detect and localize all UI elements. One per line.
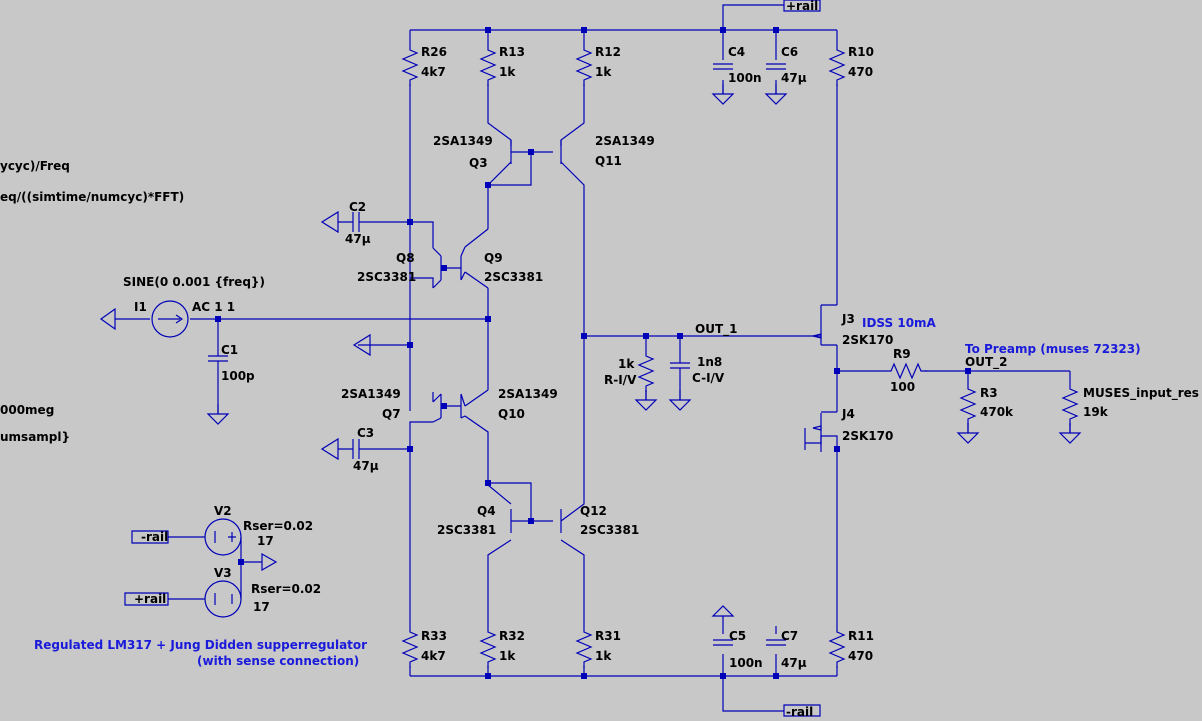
rail-pos-top-label: +rail	[786, 0, 818, 13]
r31-name: R31	[595, 629, 621, 643]
rail-neg-v2-label: -rail	[141, 530, 168, 544]
c2-name: C2	[349, 200, 366, 214]
voltage-sources	[204, 518, 242, 618]
i1-waveform: SINE(0 0.001 {freq})	[123, 275, 265, 289]
rmuses-value: 19k	[1083, 405, 1109, 419]
ground-symbols	[99, 83, 1081, 627]
r11-value: 470	[848, 649, 873, 663]
jfet-symbols	[812, 304, 837, 445]
r12-value: 1k	[595, 65, 612, 79]
c5-value: 100n	[729, 656, 763, 670]
directive-2: eq/((simtime/numcyc)*FFT)	[0, 190, 184, 204]
civ-name: 1n8	[697, 355, 722, 369]
capacitor-symbols	[208, 63, 786, 646]
wires	[115, 4, 1071, 712]
r32-value: 1k	[499, 649, 516, 663]
r12-name: R12	[595, 45, 621, 59]
net-flags	[124, 0, 821, 717]
r13-name: R13	[499, 45, 525, 59]
regulator-comment-line1: Regulated LM317 + Jung Didden supperregu…	[34, 638, 367, 652]
v3-value: 17	[253, 600, 270, 614]
j3-idss-note: IDSS 10mA	[862, 316, 937, 330]
r13-value: 1k	[499, 65, 516, 79]
q12-name: Q12	[580, 504, 607, 518]
r11-name: R11	[848, 629, 874, 643]
directive-1: ycyc)/Freq	[0, 159, 70, 173]
i1-name: I1	[134, 300, 147, 314]
i1-value: AC 1 1	[192, 300, 235, 314]
r3-value: 470k	[980, 405, 1014, 419]
directive-4: umsampl}	[0, 430, 70, 444]
r26-value: 4k7	[421, 65, 446, 79]
r32-name: R32	[499, 629, 525, 643]
q3-model: 2SA1349	[433, 134, 493, 148]
riv-name: 1k	[618, 357, 635, 371]
r10-value: 470	[848, 65, 873, 79]
c1-name: C1	[221, 343, 238, 357]
q10-name: Q10	[498, 407, 525, 421]
current-source-I1	[151, 300, 189, 338]
out1-label: OUT_1	[695, 322, 737, 337]
c4-value: 100n	[728, 71, 762, 85]
c3-name: C3	[357, 426, 374, 440]
c5-name: C5	[729, 629, 746, 643]
r9-name: R9	[893, 347, 911, 361]
q10-model: 2SA1349	[498, 387, 558, 401]
q9-name: Q9	[484, 251, 503, 265]
directive-3: 000meg	[0, 403, 54, 417]
j3-model: 2SK170	[842, 333, 893, 347]
junction-dots	[215, 27, 971, 679]
c7-value: 47µ	[781, 656, 807, 670]
c1-value: 100p	[221, 369, 255, 383]
v3-rser: Rser=0.02	[251, 582, 321, 596]
q3-name: Q3	[469, 156, 488, 170]
v3-name: V3	[214, 566, 232, 580]
j4-name: J4	[841, 407, 855, 421]
q7-model: 2SA1349	[341, 387, 401, 401]
regulator-comment-line2: (with sense connection)	[197, 654, 359, 668]
c4-name: C4	[728, 45, 745, 59]
q4-model: 2SC3381	[437, 523, 496, 537]
j4-model: 2SK170	[842, 429, 893, 443]
bjt-symbols	[432, 140, 562, 533]
c6-name: C6	[781, 45, 798, 59]
r3-name: R3	[980, 386, 998, 400]
resistor-symbols	[402, 43, 1078, 669]
c3-value: 47µ	[353, 459, 379, 473]
r33-name: R33	[421, 629, 447, 643]
q9-model: 2SC3381	[484, 270, 543, 284]
preamp-note: To Preamp (muses 72323)	[965, 342, 1141, 356]
rail-neg-bottom-label: -rail	[786, 705, 813, 719]
c2-value: 47µ	[345, 232, 371, 246]
c7-name: C7	[781, 629, 798, 643]
c6-value: 47µ	[781, 71, 807, 85]
r26-name: R26	[421, 45, 447, 59]
rmuses-name: MUSES_input_res	[1083, 386, 1199, 401]
v2-rser: Rser=0.02	[243, 519, 313, 533]
j3-name: J3	[841, 312, 855, 326]
riv-value: R-I/V	[604, 373, 637, 387]
q11-model: 2SA1349	[595, 134, 655, 148]
q12-model: 2SC3381	[580, 523, 639, 537]
q8-name: Q8	[396, 251, 415, 265]
civ-value: C-I/V	[692, 371, 725, 385]
q8-model: 2SC3381	[357, 270, 416, 284]
r9-value: 100	[890, 380, 915, 394]
v2-value: 17	[257, 534, 274, 548]
q4-name: Q4	[477, 504, 496, 518]
q11-name: Q11	[595, 154, 622, 168]
v2-name: V2	[214, 504, 232, 518]
q7-name: Q7	[382, 407, 401, 421]
r33-value: 4k7	[421, 649, 446, 663]
rail-pos-v3-label: +rail	[134, 592, 166, 606]
r31-value: 1k	[595, 649, 612, 663]
r10-name: R10	[848, 45, 874, 59]
out2-label: OUT_2	[965, 355, 1007, 370]
